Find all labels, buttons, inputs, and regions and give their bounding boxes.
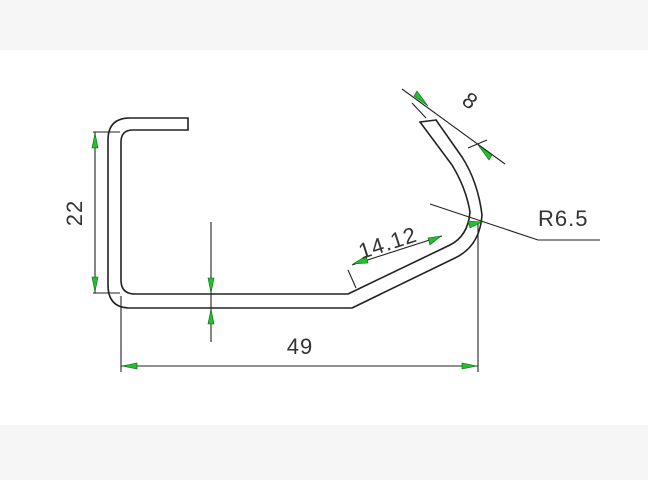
height-arrow-bottom (91, 276, 99, 293)
end-thickness-arrow-a (413, 90, 429, 107)
end-thickness-extension-a (411, 102, 427, 119)
top-band (0, 0, 648, 50)
radius-label: R6.5 (538, 206, 588, 231)
height-label: 22 (62, 200, 87, 226)
slope-length-label: 14.12 (355, 222, 420, 264)
radius-leader-line (429, 203, 539, 241)
slope-arrow-right (427, 235, 443, 246)
width-arrow-right (461, 362, 478, 370)
width-label: 49 (287, 334, 313, 359)
end-thickness-label: 8 (458, 87, 483, 115)
thickness-arrow-top (207, 277, 215, 294)
slope-arrow-left (352, 255, 369, 265)
end-thickness-arrow-b (477, 144, 493, 161)
thickness-arrow-bottom (207, 308, 215, 325)
bottom-band (0, 425, 648, 480)
right-end-cap (419, 119, 437, 123)
profile-inner-edge (120, 121, 471, 295)
height-arrow-top (91, 132, 99, 149)
end-thickness-extension-b (467, 139, 488, 149)
width-arrow-left (121, 362, 138, 370)
radius-arrow (467, 220, 484, 229)
end-thickness-dimension-line (401, 88, 506, 165)
slope-extension-left (347, 269, 357, 289)
profile-outer-edge (107, 117, 483, 309)
